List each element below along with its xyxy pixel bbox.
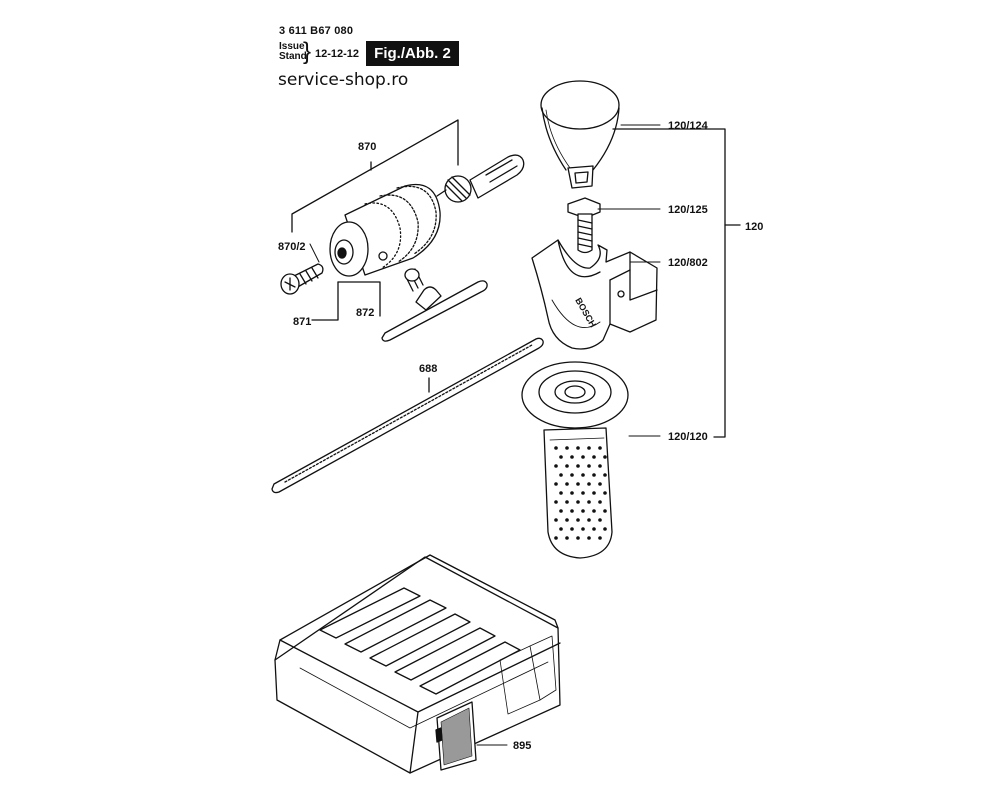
- handle-clamp-part: [531, 239, 658, 350]
- issue-label: Issue: [279, 41, 305, 52]
- sds-adapter-part: [436, 154, 525, 203]
- grip-dot: [554, 446, 558, 450]
- grip-dot: [592, 455, 596, 459]
- grip-dot: [554, 500, 558, 504]
- callout-120-124: 120/124: [668, 120, 709, 132]
- grip-dot: [559, 491, 563, 495]
- grip-dot: [559, 455, 563, 459]
- grip-dot: [587, 482, 591, 486]
- stand-label: Stand: [279, 51, 307, 62]
- grip-dot: [565, 482, 569, 486]
- grip-dot: [587, 500, 591, 504]
- grip-dot: [581, 509, 585, 513]
- grip-handle-part: [521, 361, 629, 559]
- figure-badge: Fig./Abb. 2: [366, 41, 459, 66]
- grip-dot: [554, 536, 558, 540]
- grip-dot: [598, 464, 602, 468]
- callout-870-2: 870/2: [278, 241, 306, 253]
- grip-dot: [554, 464, 558, 468]
- grip-dot: [587, 536, 591, 540]
- grip-dot: [587, 518, 591, 522]
- grip-dot: [598, 518, 602, 522]
- grip-texture: [554, 446, 607, 540]
- grip-dot: [598, 446, 602, 450]
- grip-dot: [576, 518, 580, 522]
- grip-dot: [554, 518, 558, 522]
- case-label-part: [435, 701, 477, 771]
- grip-dot: [565, 536, 569, 540]
- issue-brace: }: [303, 38, 312, 65]
- grip-dot: [554, 482, 558, 486]
- grip-dot: [570, 473, 574, 477]
- part-870-bracket: [291, 119, 459, 233]
- grip-dot: [587, 446, 591, 450]
- grip-dot: [559, 473, 563, 477]
- grip-dot: [565, 464, 569, 468]
- callout-120-802: 120/802: [668, 257, 708, 269]
- part-872-bracket: [337, 281, 381, 317]
- carrying-case-part: [274, 554, 561, 774]
- grip-dot: [559, 527, 563, 531]
- grip-dot: [565, 500, 569, 504]
- part-871-bracket: [311, 281, 339, 321]
- grip-dot: [565, 446, 569, 450]
- callout-870: 870: [358, 141, 376, 153]
- grip-dot: [603, 455, 607, 459]
- grip-dot: [598, 536, 602, 540]
- grip-dot: [592, 473, 596, 477]
- grip-dot: [581, 491, 585, 495]
- grip-dot: [598, 482, 602, 486]
- grip-dot: [592, 509, 596, 513]
- grip-dot: [603, 491, 607, 495]
- t-bolt-part: [567, 197, 601, 254]
- grip-dot: [603, 509, 607, 513]
- grip-dot: [592, 491, 596, 495]
- grip-dot: [576, 482, 580, 486]
- grip-dot: [576, 446, 580, 450]
- grip-dot: [592, 527, 596, 531]
- grip-dot: [581, 473, 585, 477]
- leader-lines: [309, 124, 661, 746]
- grip-dot: [565, 518, 569, 522]
- grip-dot: [576, 536, 580, 540]
- grip-dot: [576, 500, 580, 504]
- callout-120: 120: [745, 221, 763, 233]
- callout-688: 688: [419, 363, 437, 375]
- grip-dot: [598, 500, 602, 504]
- grip-dot: [603, 473, 607, 477]
- grip-dot: [603, 527, 607, 531]
- screw-870-2-part: [280, 263, 324, 295]
- drill-chuck-part: [329, 183, 441, 277]
- issue-date: 12-12-12: [315, 48, 360, 60]
- grip-dot: [570, 455, 574, 459]
- website-label: service-shop.ro: [278, 70, 409, 90]
- grip-dot: [587, 464, 591, 468]
- grip-dot: [581, 455, 585, 459]
- callout-871: 871: [293, 316, 311, 328]
- clamp-band-part: [540, 80, 620, 189]
- grip-dot: [570, 527, 574, 531]
- chuck-key-part: [381, 268, 488, 342]
- part-120-bracket: [612, 128, 741, 438]
- depth-gauge-rod-part: [271, 337, 544, 494]
- callout-872: 872: [356, 307, 374, 319]
- grip-dot: [559, 509, 563, 513]
- issue-stand-label: Issue Stand: [279, 42, 307, 62]
- callout-895: 895: [513, 740, 531, 752]
- grip-dot: [570, 491, 574, 495]
- callout-120-125: 120/125: [668, 204, 708, 216]
- grip-dot: [576, 464, 580, 468]
- grip-dot: [570, 509, 574, 513]
- part-number: 3 611 B67 080: [279, 25, 354, 37]
- callout-120-120: 120/120: [668, 431, 708, 443]
- grip-dot: [581, 527, 585, 531]
